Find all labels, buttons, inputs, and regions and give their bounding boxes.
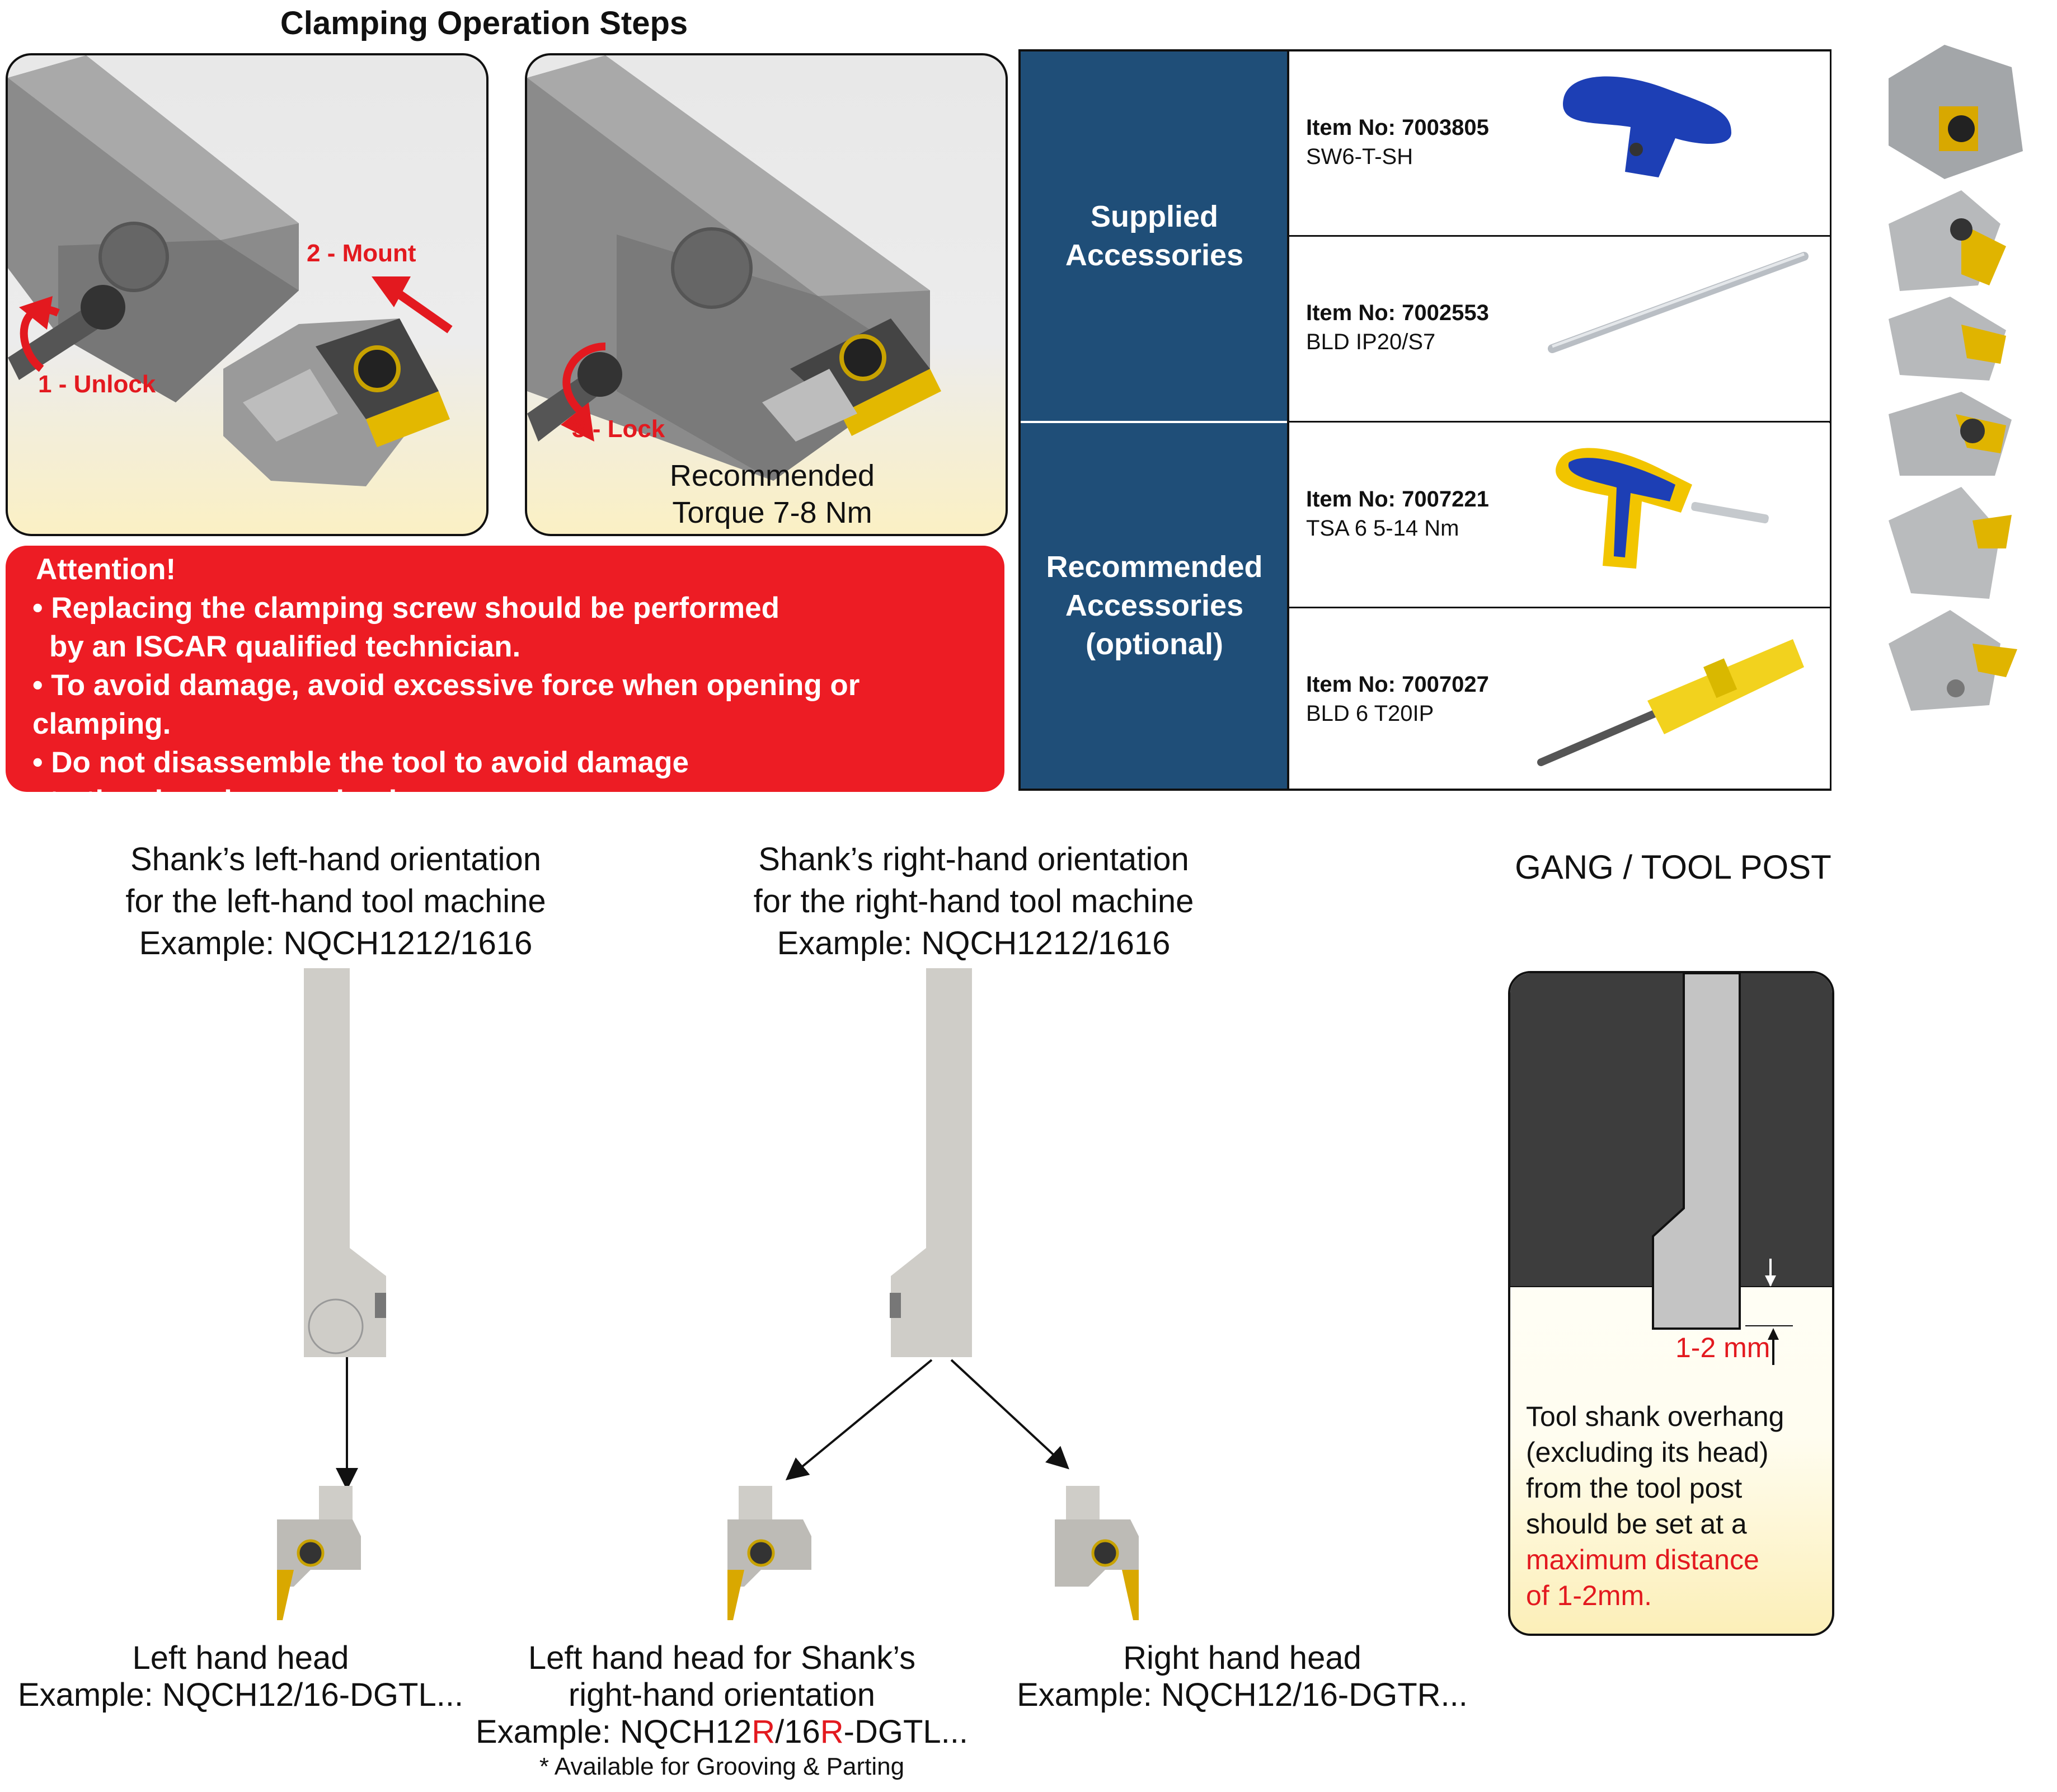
- accessory-row: Item No: 7007221 TSA 6 5-14 Nm: [1289, 423, 1830, 608]
- tool-holder-illustration: [8, 55, 453, 486]
- lhr-line-3: Example: NQCH12R/16R-DGTL...: [459, 1714, 985, 1751]
- gang-text-line-4: should be set at a: [1526, 1508, 1747, 1540]
- supplied-label-1: Supplied: [1090, 200, 1218, 233]
- item-name: BLD 6 T20IP: [1306, 701, 1434, 726]
- item-number: Item No: 7007221: [1306, 487, 1489, 512]
- lhr-line-2: right-hand orientation: [568, 1677, 876, 1713]
- gang-text-red-line-2: of 1-2mm.: [1526, 1580, 1652, 1611]
- torque-recommendation: Recommended Torque 7-8 Nm: [627, 457, 918, 531]
- tool-holder-locked-illustration: [527, 55, 941, 481]
- lhr-example-part: -DGTL...: [843, 1714, 968, 1750]
- gang-tool-post-box: 1-2 mm Tool shank overhang (excluding it…: [1508, 971, 1834, 1636]
- attention-bullet-1: • Replacing the clamping screw should be…: [32, 589, 1004, 666]
- lhr-example-part: Example: NQCH12: [476, 1714, 752, 1750]
- attention-heading: Attention!: [36, 553, 176, 586]
- left-hand-head-line-1: Left hand head: [132, 1640, 349, 1676]
- supplied-label-2: Accessories: [1065, 238, 1244, 272]
- step-unlock-label: 1 - Unlock: [38, 370, 156, 398]
- gang-instruction-text: Tool shank overhang (excluding its head)…: [1526, 1399, 1784, 1613]
- right-hand-head-line-2: Example: NQCH12/16-DGTR...: [1017, 1677, 1468, 1713]
- lhr-line-1: Left hand head for Shank’s: [528, 1640, 916, 1676]
- left-hand-head-graphic: [277, 1486, 361, 1620]
- tool-head-thumbnails: [1889, 45, 2023, 711]
- torque-wrench-icon: [1556, 448, 1769, 569]
- clamp-photo-unlock-mount: [6, 53, 489, 536]
- left-orientation-line-3: Example: NQCH1212/1616: [139, 925, 533, 961]
- bullet-3-line-1: Do not disassemble the tool to avoid dam…: [51, 746, 689, 779]
- left-hand-head-line-2: Example: NQCH12/16-DGTL...: [17, 1677, 464, 1713]
- left-hand-head-for-right-shank-caption: Left hand head for Shank’s right-hand or…: [459, 1640, 985, 1783]
- right-hand-shank: [890, 968, 972, 1357]
- accessory-row: Item No: 7002553 BLD IP20/S7: [1289, 237, 1830, 423]
- left-orientation-line-1: Shank’s left-hand orientation: [130, 841, 542, 878]
- right-hand-head-caption: Right hand head Example: NQCH12/16-DGTR.…: [1007, 1640, 1477, 1714]
- item-name: TSA 6 5-14 Nm: [1306, 516, 1459, 541]
- screwdriver-bit-icon: [1548, 252, 1809, 353]
- shank-orientation-diagram: [277, 968, 1139, 1620]
- right-orientation-line-3: Example: NQCH1212/1616: [777, 925, 1171, 961]
- gang-text-line-2: (excluding its head): [1526, 1437, 1769, 1468]
- gang-text-red-line-1: maximum distance: [1526, 1544, 1759, 1575]
- left-orientation-caption: Shank’s left-hand orientation for the le…: [50, 838, 621, 964]
- gang-text-line-3: from the tool post: [1526, 1472, 1743, 1504]
- right-hand-head-graphic: [1055, 1486, 1139, 1620]
- overhang-dimension-label: 1-2 mm: [1675, 1332, 1770, 1363]
- item-number: Item No: 7003805: [1306, 115, 1489, 140]
- torque-line-1: Recommended: [669, 459, 875, 492]
- left-orientation-line-2: for the left-hand tool machine: [125, 883, 546, 920]
- right-orientation-line-1: Shank’s right-hand orientation: [758, 841, 1189, 878]
- accessory-row: Item No: 7007027 BLD 6 T20IP: [1289, 608, 1830, 789]
- lhr-example-r1: R: [752, 1714, 776, 1750]
- item-number: Item No: 7002553: [1306, 301, 1489, 325]
- tool-head-thumbnail: [1889, 297, 2006, 381]
- gang-tool-post-title: GANG / TOOL POST: [1515, 848, 1831, 886]
- clamping-title: Clamping Operation Steps: [280, 5, 688, 41]
- accessory-row: Item No: 7003805 SW6-T-SH: [1289, 51, 1830, 237]
- item-name: SW6-T-SH: [1306, 144, 1413, 169]
- tool-post-diagram: [1510, 973, 1832, 1365]
- tool-head-thumbnail: [1889, 487, 2012, 599]
- right-orientation-line-2: for the right-hand tool machine: [753, 883, 1194, 920]
- t-handle-key-icon: [1563, 76, 1731, 177]
- tool-head-thumbnail: [1889, 610, 2017, 711]
- left-hand-head-for-right-shank-graphic: [727, 1486, 811, 1620]
- lhr-example-r2: R: [820, 1714, 844, 1750]
- torque-line-2: Torque 7-8 Nm: [672, 496, 872, 529]
- recommended-label-3: (optional): [1086, 627, 1223, 661]
- recommended-label-1: Recommended: [1046, 550, 1263, 584]
- right-hand-head-line-1: Right hand head: [1123, 1640, 1361, 1676]
- recommended-accessories-category: Recommended Accessories (optional): [1021, 423, 1288, 789]
- tool-head-thumbnail: [1889, 392, 2012, 476]
- item-name: BLD IP20/S7: [1306, 330, 1436, 354]
- attention-box: Attention! • Replacing the clamping scre…: [6, 546, 1004, 818]
- step-lock-label: 3 - Lock: [572, 415, 665, 443]
- attention-bullet-3: • Do not disassemble the tool to avoid d…: [32, 743, 1004, 820]
- left-hand-head-caption: Left hand head Example: NQCH12/16-DGTL..…: [6, 1640, 476, 1714]
- grooving-parting-note: * Available for Grooving & Parting: [539, 1753, 905, 1780]
- tool-head-thumbnail: [1889, 190, 2006, 291]
- lhr-example-part: /16: [775, 1714, 820, 1750]
- clamp-photo-lock: [525, 53, 1008, 536]
- accessories-table: Supplied Accessories Recommended Accesso…: [1018, 49, 1831, 791]
- right-orientation-caption: Shank’s right-hand orientation for the r…: [688, 838, 1259, 964]
- screwdriver-icon: [1537, 639, 1804, 766]
- step-mount-label: 2 - Mount: [307, 240, 416, 267]
- bullet-1-line-1: Replacing the clamping screw should be p…: [51, 592, 779, 625]
- bullet-3-line-2: to the clamping mechanism.: [49, 785, 448, 818]
- gang-text-line-1: Tool shank overhang: [1526, 1401, 1784, 1432]
- item-number: Item No: 7007027: [1306, 672, 1489, 697]
- recommended-label-2: Accessories: [1065, 589, 1244, 622]
- bullet-1-line-2: by an ISCAR qualified technician.: [49, 630, 521, 663]
- supplied-accessories-category: Supplied Accessories: [1021, 51, 1288, 423]
- bullet-2-line-1: To avoid damage, avoid excessive force w…: [32, 669, 860, 740]
- tool-head-thumbnail: [1889, 45, 2023, 179]
- attention-bullet-2: • To avoid damage, avoid excessive force…: [32, 669, 860, 740]
- left-hand-shank: [304, 968, 386, 1357]
